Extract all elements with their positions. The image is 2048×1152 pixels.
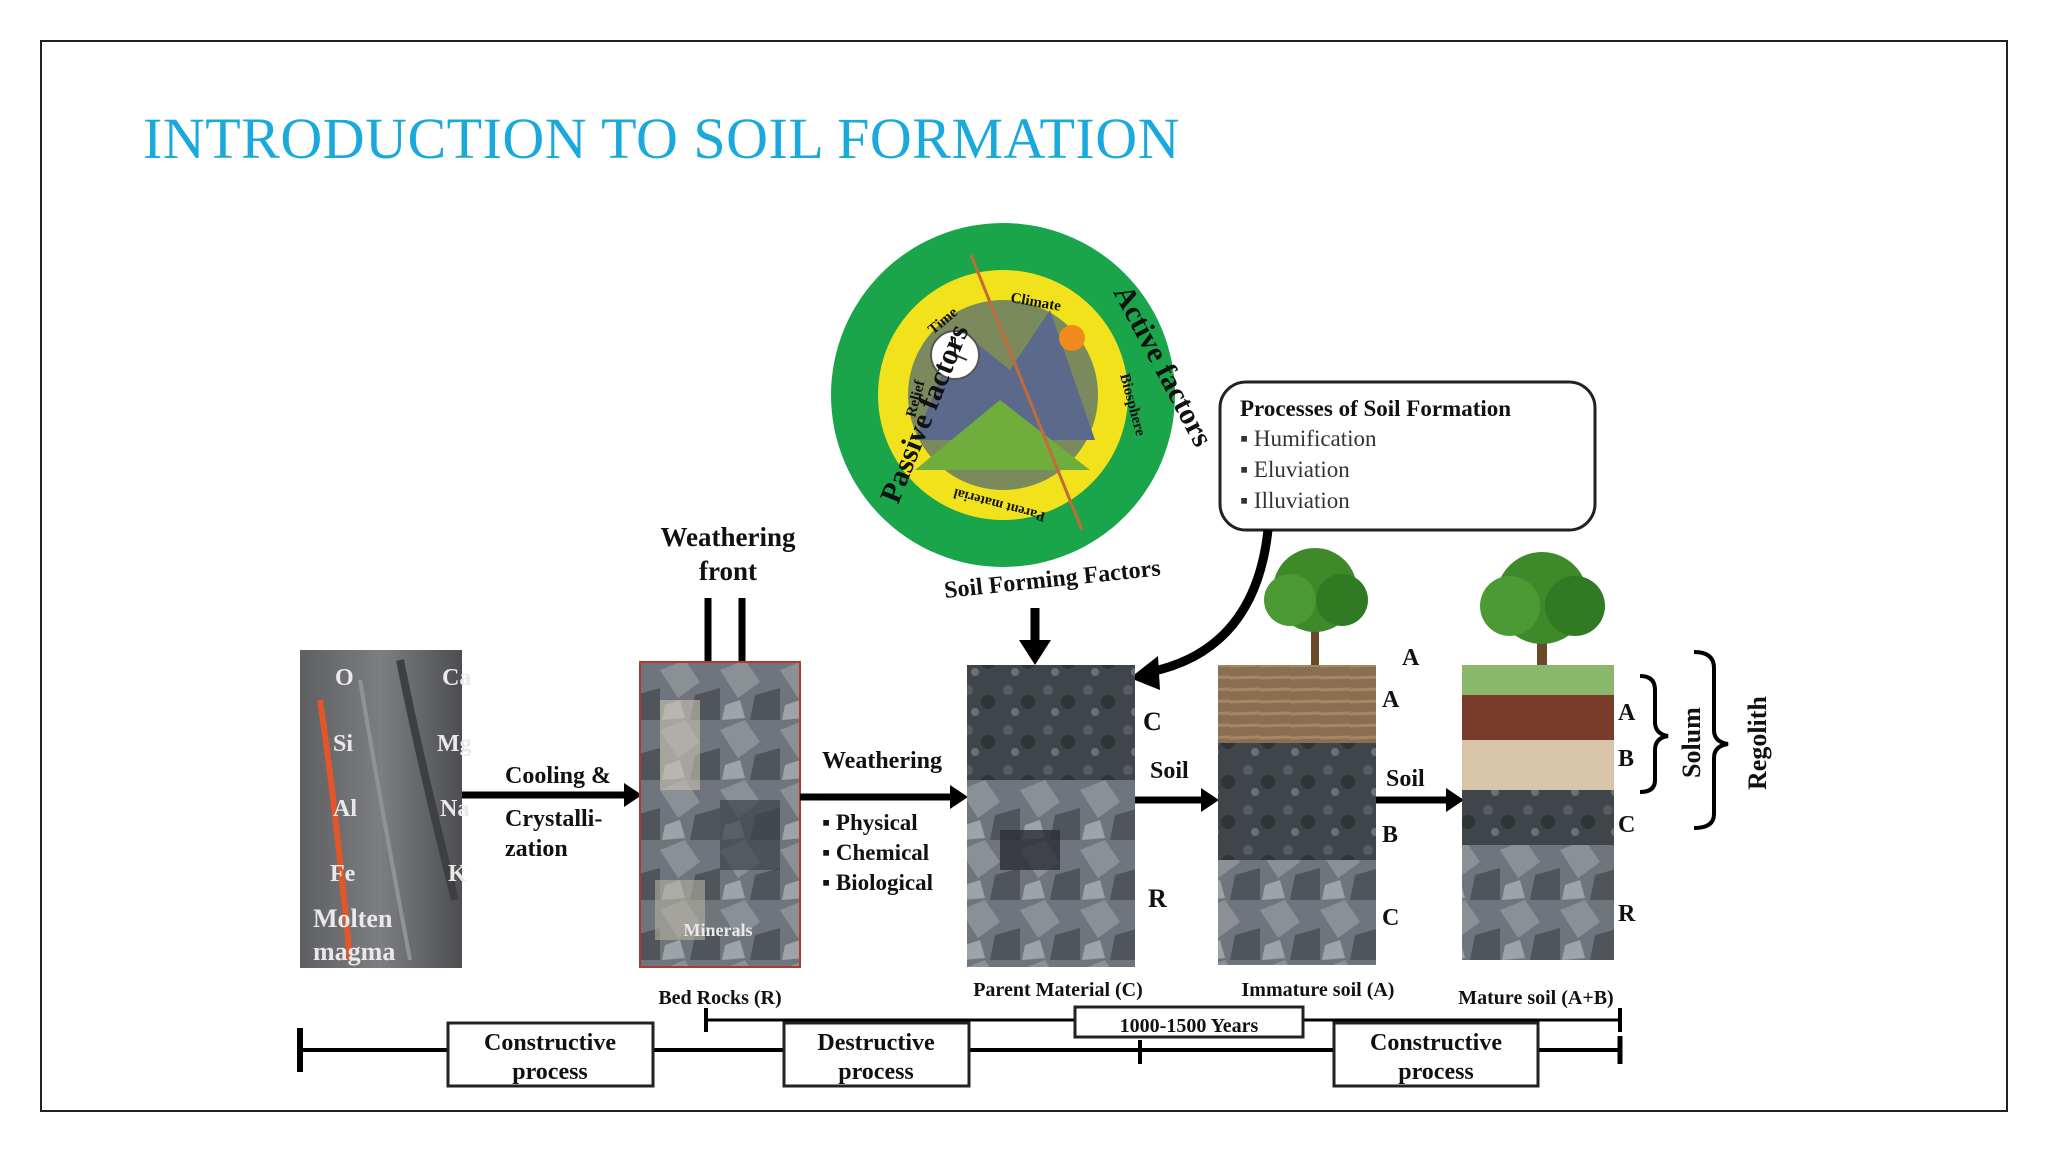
mature-horizon-c: C [1618,812,1635,838]
mature-horizon-a: A [1618,700,1636,726]
bedrock-caption: Bed Rocks (R) [658,987,781,1009]
constructive-box-1 [446,1021,655,1088]
crystallization-label-1: Crystalli- [505,806,602,832]
minerals-label: Minerals [684,920,753,940]
constructive-1-line1: Constructive [484,1030,616,1056]
sun-icon [1059,325,1085,351]
immature-horizon-c: C [1382,905,1399,931]
element-si: Si [333,731,353,757]
molten-label: Molten [313,904,393,933]
constructive-2-line2: process [1398,1059,1474,1085]
constructive-1-line2: process [512,1059,588,1085]
soil-forming-factors-circle [831,223,1175,567]
mature-horizon-r: R [1618,901,1636,927]
destructive-box [782,1021,971,1088]
parent-material-image [967,665,1135,967]
weathering-front-label-2: front [699,556,757,586]
weathering-type-chemical: ▪ Chemical [822,840,929,865]
element-al: Al [333,796,357,822]
immature-horizon-b: B [1382,822,1398,848]
mature-soil-caption: Mature soil (A+B) [1458,987,1613,1009]
mature-horizon-b: B [1618,746,1634,772]
element-ca: Ca [442,665,471,691]
immature-tree-icon [1264,548,1368,665]
weathering-type-physical: ▪ Physical [822,810,918,835]
slide-title: INTRODUCTION TO SOIL FORMATION [143,106,1180,171]
soil-arrow-1-label: Soil [1150,758,1189,784]
molten-magma-image [300,650,462,968]
weathering-type-biological: ▪ Biological [822,870,933,895]
process-eluviation: ▪ Eluviation [1240,457,1350,482]
processes-curved-arrow [1130,529,1273,690]
immature-horizon-a: A [1382,687,1400,713]
timeline [297,1005,1623,1088]
cooling-label: Cooling & [505,763,611,789]
mature-soil-image [1462,665,1614,960]
weathering-front-arrows [704,598,746,668]
constructive-box-2 [1332,1021,1540,1088]
constructive-2-line1: Constructive [1370,1030,1502,1056]
soil-arrow-2-label: Soil [1386,766,1425,792]
element-k: K [448,861,467,887]
solum-label: Solum [1677,707,1706,778]
element-fe: Fe [330,861,356,887]
immature-soil-image [1218,665,1376,965]
mature-tree-icon [1480,552,1605,665]
soil-arrow-1 [1135,788,1219,812]
regolith-label: Regolith [1743,696,1772,790]
regolith-brace [1693,650,1729,830]
parent-material-caption: Parent Material (C) [973,979,1143,1001]
cooling-arrow [462,783,642,807]
crystallization-label-2: zation [505,836,568,862]
weathering-arrow [800,785,968,809]
immature-soil-caption: Immature soil (A) [1242,979,1395,1001]
bedrock-image [639,661,801,968]
weathering-label: Weathering [822,748,942,774]
destructive-line1: Destructive [817,1030,935,1056]
weathering-front-label-1: Weathering [661,522,796,552]
factors-down-arrow [1019,608,1051,665]
parent-horizon-r: R [1148,884,1167,913]
magma-label: magma [313,937,395,966]
element-o: O [335,665,354,691]
magma-element-labels: O Ca Si Mg Al Na Fe K Molten magma [313,665,472,966]
processes-title: Processes of Soil Formation [1240,396,1511,421]
element-na: Na [440,796,469,822]
destructive-line2: process [838,1059,914,1085]
solum-brace [1639,674,1669,794]
parent-horizon-c: C [1143,707,1162,736]
slide-frame [40,40,2008,1112]
soil-arrow-2 [1376,788,1464,812]
processes-box [1218,380,1597,532]
immature-horizon-a-top: A [1402,645,1420,671]
years-label: 1000-1500 Years [1120,1015,1259,1037]
process-illuviation: ▪ Illuviation [1240,488,1350,513]
element-mg: Mg [437,731,472,757]
process-humification: ▪ Humification [1240,426,1377,451]
